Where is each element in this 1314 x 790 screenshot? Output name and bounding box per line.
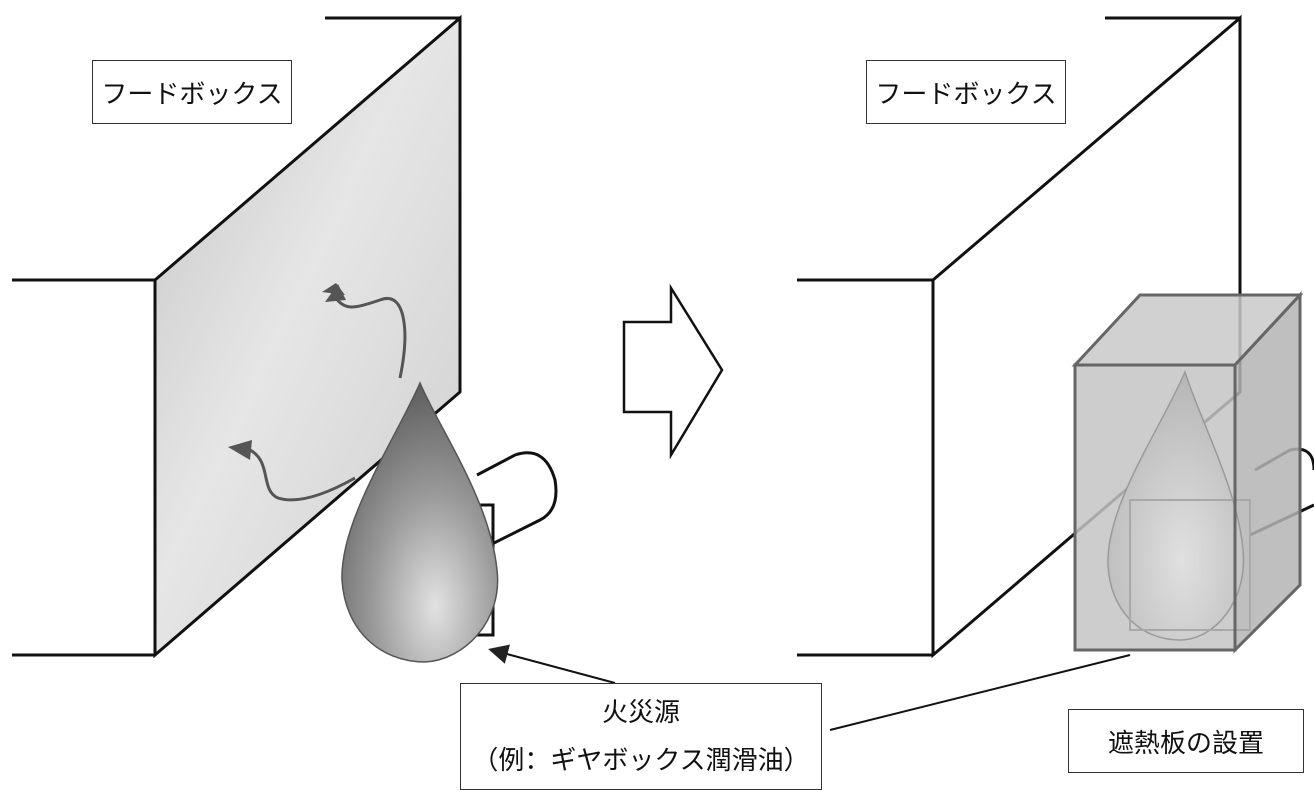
- pointer-line-heat-shield: [829, 654, 1131, 731]
- fire-source-label: 火災源 （例：ギヤボックス潤滑油）: [460, 683, 822, 790]
- hood-box-label-right: フードボックス: [866, 60, 1066, 124]
- hood-box-label-right-text: フードボックス: [875, 79, 1057, 110]
- flame-droplet-right: [1107, 369, 1245, 641]
- heat-shield-box: [1071, 291, 1304, 654]
- heat-shield-label: 遮熱板の設置: [1068, 709, 1304, 773]
- hollow-right-arrow-icon: [622, 283, 724, 460]
- fire-source-label-line1: 火災源: [601, 697, 680, 728]
- hood-box-label-left-text: フードボックス: [101, 79, 283, 110]
- flame-droplet-left: [341, 381, 499, 663]
- heat-flow-arrowhead-upper-b: [325, 284, 346, 302]
- pointer-line-fire-source: [488, 644, 616, 684]
- heat-flow-arrowhead-lower: [228, 440, 252, 460]
- heat-shield-label-text: 遮熱板の設置: [1107, 728, 1264, 759]
- gearbox-outline-left: [469, 451, 558, 557]
- fire-source-label-line2: （例：ギヤボックス潤滑油）: [472, 745, 810, 776]
- heat-flow-arrow-upper: [331, 294, 407, 379]
- hood-box-label-left: フードボックス: [92, 60, 292, 124]
- heat-flow-arrow-lower: [249, 448, 356, 502]
- left-scene: [12, 14, 558, 663]
